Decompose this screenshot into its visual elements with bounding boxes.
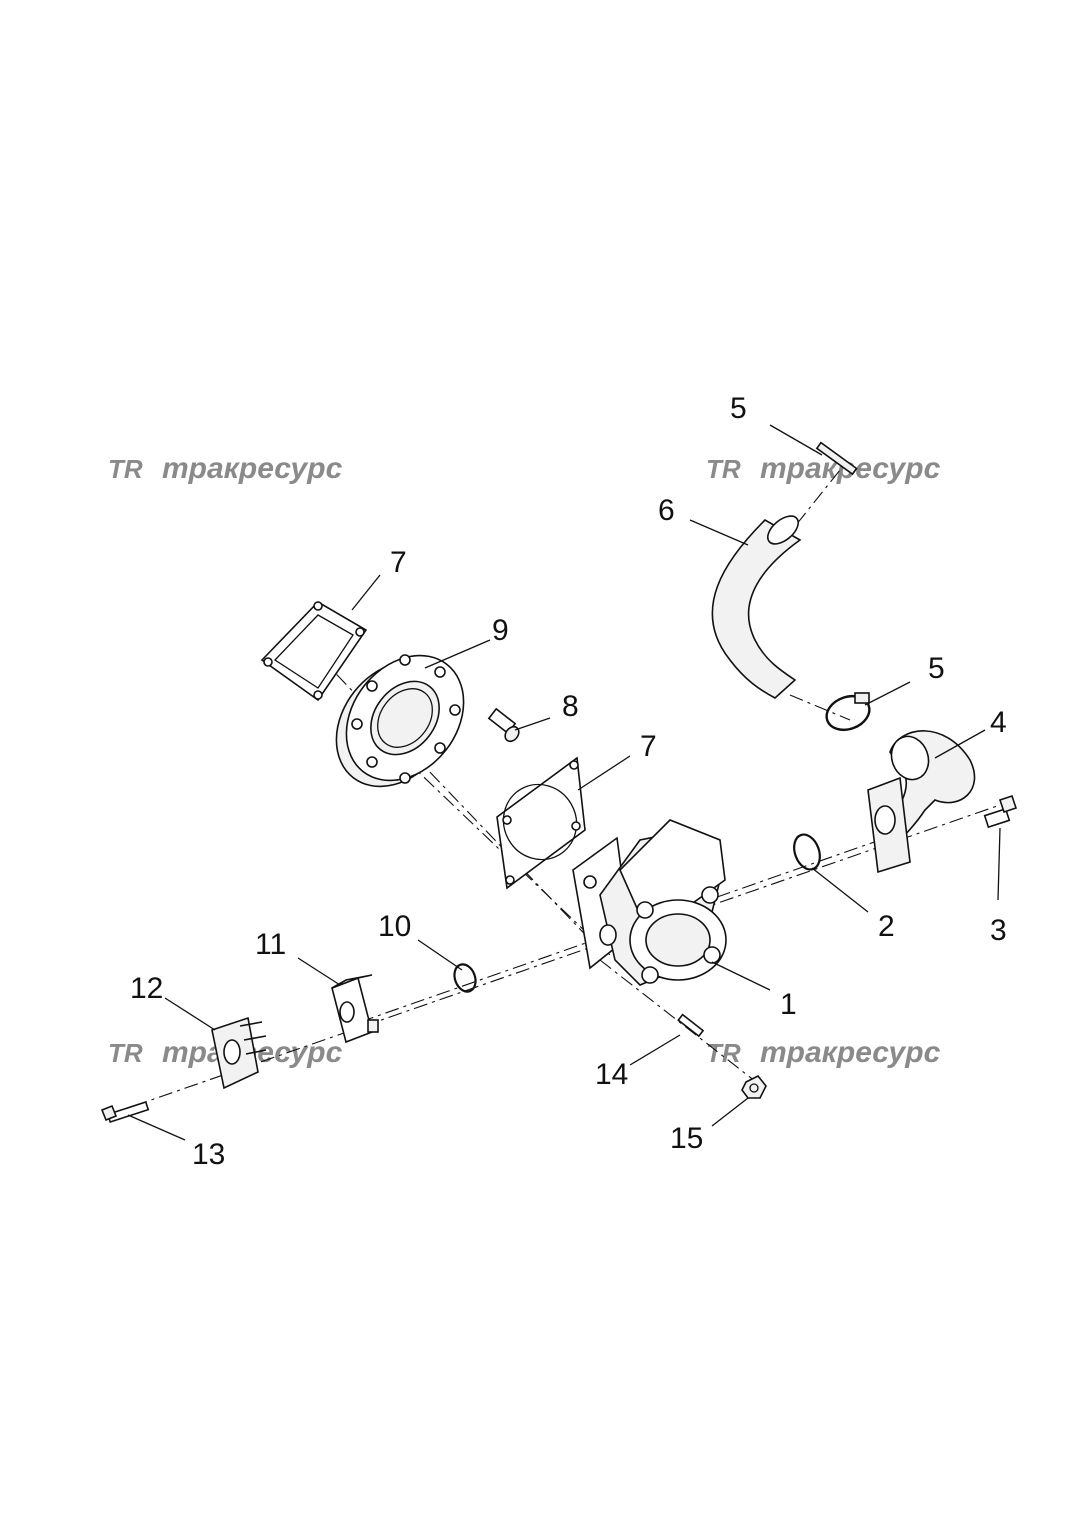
gasket-lower	[496, 756, 586, 890]
bolt-13	[100, 1101, 150, 1123]
watermark-logo: TR	[108, 454, 143, 484]
callout-4: 4	[990, 706, 1007, 739]
callout-11: 11	[255, 928, 286, 961]
outlet-flange	[867, 776, 911, 874]
callout-6: 6	[658, 494, 675, 527]
callout-labels: 5 6 7 9 8 7 5 4 3 2 1 10 11 12 13 14 15	[130, 392, 1007, 1171]
callout-10: 10	[378, 910, 411, 943]
clamp-upper	[815, 441, 858, 476]
gasket-upper	[260, 600, 368, 702]
callout-14: 14	[595, 1058, 628, 1091]
callout-13: 13	[192, 1138, 225, 1171]
leader-lines	[127, 424, 1001, 1141]
callout-1: 1	[780, 988, 797, 1021]
callout-9: 9	[492, 614, 509, 647]
port-block	[331, 974, 379, 1044]
callout-3: 3	[990, 914, 1007, 947]
watermark-logo: TR	[706, 454, 741, 484]
watermark-text: тракресурс	[760, 1036, 941, 1069]
watermark-top-right: TR тракресурс	[706, 452, 941, 485]
watermark-logo: TR	[108, 1038, 143, 1068]
flange	[335, 654, 465, 788]
nut	[741, 1074, 767, 1099]
watermark-logo: TR	[706, 1038, 741, 1068]
watermark-bottom-right: TR тракресурс	[706, 1036, 941, 1069]
callout-15: 15	[670, 1122, 703, 1155]
o-ring-2	[793, 833, 821, 871]
o-ring-10	[453, 963, 477, 993]
callout-2: 2	[878, 910, 895, 943]
callout-7-lower: 7	[640, 730, 657, 763]
callout-8: 8	[562, 690, 579, 723]
callout-7-upper: 7	[390, 546, 407, 579]
callout-12: 12	[130, 972, 163, 1005]
callout-5-upper: 5	[730, 392, 747, 425]
bolt-8	[487, 707, 520, 743]
stud	[677, 1013, 705, 1038]
watermark-text: тракресурс	[162, 452, 343, 485]
watermark-top-left: TR тракресурс	[108, 452, 343, 485]
clamp-lower	[825, 692, 871, 732]
assembly-axis-lines	[107, 469, 1001, 1116]
callout-5-lower: 5	[928, 652, 945, 685]
hose	[711, 515, 802, 699]
split-flange	[211, 1016, 267, 1090]
gear-pump	[572, 819, 727, 986]
bolt-3	[983, 794, 1018, 829]
